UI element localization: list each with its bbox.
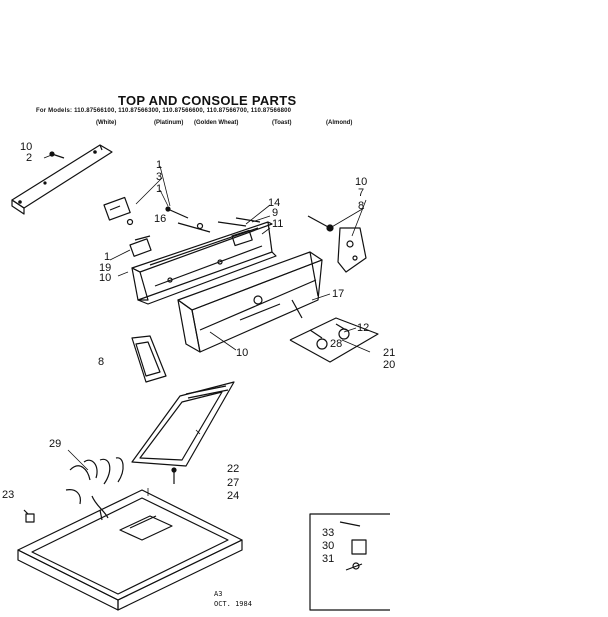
callout-label: 3 [156,171,163,183]
callout-label: 10 [20,141,33,153]
timer-part [103,196,261,257]
callout-label: 1 [104,251,111,263]
callout-label: 10 [236,347,249,359]
hinge-screw-part [171,467,177,484]
callout-label: 33 [322,527,335,539]
color-label: (Golden Wheat) [194,120,239,126]
footer-date: OCT. 1984 [214,600,252,608]
callout-label: 11 [272,218,284,230]
callout-label: 2 [26,152,33,164]
inset-box [309,513,390,611]
callout-label: 19 [99,262,112,274]
callout-label: 12 [357,322,370,334]
callout-label: 21 [383,347,396,359]
console-frame-part [131,221,277,305]
screw-part [49,151,65,159]
callout-label: 31 [322,553,335,565]
callout-label: 1 [156,183,163,195]
color-label: (White) [96,120,117,126]
callout-label: 22 [227,463,240,475]
callout-label: 30 [322,540,335,552]
callout-label: 7 [358,187,365,199]
control-panel-part [11,144,113,215]
callout-label: 20 [383,359,396,371]
color-label: (Almond) [326,120,353,126]
top-assembly-part [17,489,243,611]
callout-label: 1 [156,159,163,171]
end-cap-left-part [131,335,167,383]
callout-label: 14 [268,197,281,209]
callout-label: 17 [332,288,345,300]
callout-label: 10 [99,272,112,284]
bumper-part [23,509,35,523]
callout-label: 28 [330,338,343,350]
callout-label: 29 [49,438,62,450]
callout-label: 24 [227,490,240,502]
color-label: (Toast) [272,120,292,126]
wire-harness-part [65,457,124,521]
leader-lines [43,153,371,496]
footer-code: A3 [214,590,223,598]
callout-label: 10 [355,176,368,188]
end-cap-right-part [307,215,367,273]
callout-label: 23 [2,489,15,501]
diagram-title: TOP AND CONSOLE PARTS [118,93,297,108]
callout-label: 9 [272,207,279,219]
console-cover-part [177,251,323,353]
lint-filter-part [131,381,235,467]
knob-group-part [289,317,379,363]
callout-label: 8 [98,356,105,368]
callout-label: 16 [154,213,167,225]
models-line: For Models: 110.87566100, 110.87566300, … [36,108,292,114]
callout-label: 8 [358,200,365,212]
callout-label: 27 [227,477,240,489]
color-label: (Platinum) [154,120,184,126]
